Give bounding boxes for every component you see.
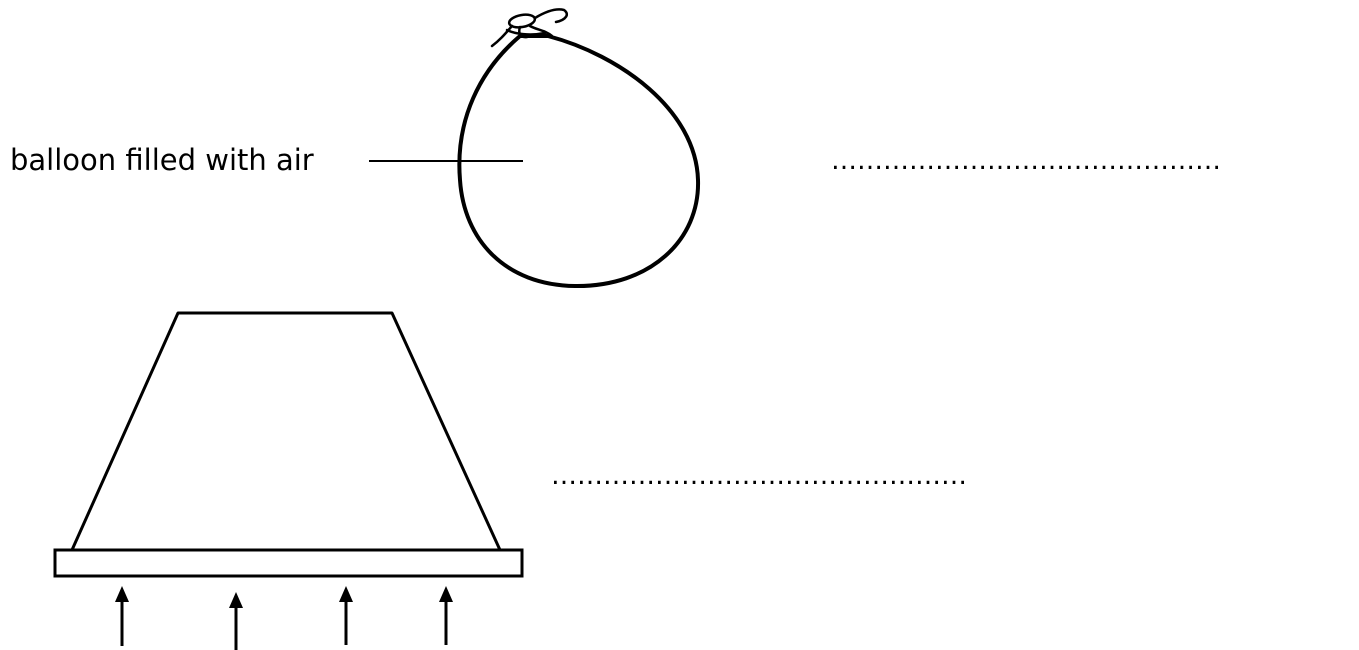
balloon-label: balloon filled with air <box>10 146 314 175</box>
trapezoid-shape <box>72 313 500 550</box>
answer-blank-1[interactable]: ……………………………………… <box>831 148 1349 174</box>
arrow-up-icon <box>339 586 353 645</box>
arrow-up-icon <box>439 586 453 645</box>
arrow-up-icon <box>229 592 243 650</box>
balloon-knot-icon <box>492 9 567 46</box>
answer-blank-2[interactable]: ………………………………………… <box>551 463 1157 489</box>
arrow-up-icon <box>115 586 129 646</box>
base-plate <box>55 550 522 576</box>
